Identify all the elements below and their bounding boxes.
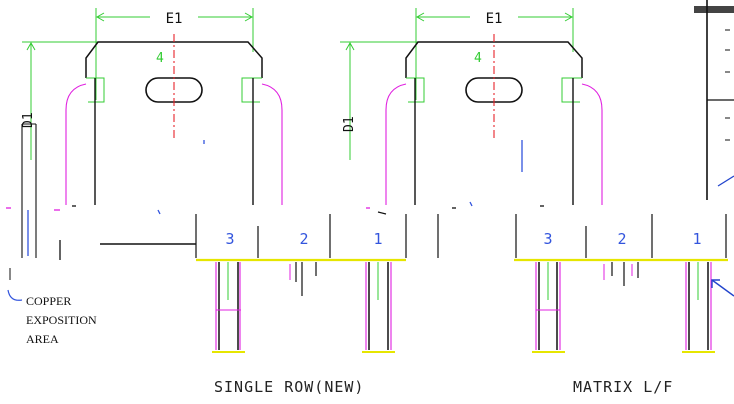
e1-label-right: E1: [486, 11, 503, 27]
caption-matrix-lf: MATRIX L/F: [573, 378, 674, 396]
pointer-arrow: [711, 279, 734, 297]
d1-label-right: D1: [342, 116, 357, 132]
copper-note-line-1: COPPER: [26, 294, 72, 308]
e1-label-left: E1: [166, 11, 183, 27]
lead-1-left: [368, 262, 389, 350]
copper-note-line-3: AREA: [26, 332, 59, 346]
lead-3-right: [536, 262, 560, 350]
e1-dimension-left: [95, 8, 254, 100]
lead-3-left: [216, 262, 241, 350]
lead-1-right: [688, 262, 709, 350]
caption-single-row: SINGLE ROW(NEW): [214, 378, 365, 396]
pin-4-label-right: 4: [474, 51, 482, 66]
d1-dimension-right: [340, 41, 430, 160]
pin-number-left-2: 1: [373, 230, 382, 248]
pin-number-right-1: 2: [617, 230, 626, 248]
side-view-fragment: [694, 0, 734, 200]
package-tab-left: [85, 41, 263, 78]
pin-number-right-0: 3: [543, 230, 552, 248]
e1-dimension-right: [415, 8, 574, 100]
pin-number-left-0: 3: [225, 230, 234, 248]
copper-note-line-2: EXPOSITION: [26, 313, 97, 327]
pin-4-label-left: 4: [156, 51, 164, 66]
d1-dimension-left: [22, 41, 110, 160]
copper-exposition-note: COPPER EXPOSITION AREA: [26, 292, 97, 349]
single-row-view: E1 D1 4: [6, 8, 439, 353]
package-tab-right: [405, 41, 583, 78]
pin-number-left-1: 2: [299, 230, 308, 248]
d1-label-left: D1: [21, 112, 36, 128]
matrix-lf-view: E1 D1 4: [340, 8, 734, 353]
pin-number-right-2: 1: [692, 230, 701, 248]
